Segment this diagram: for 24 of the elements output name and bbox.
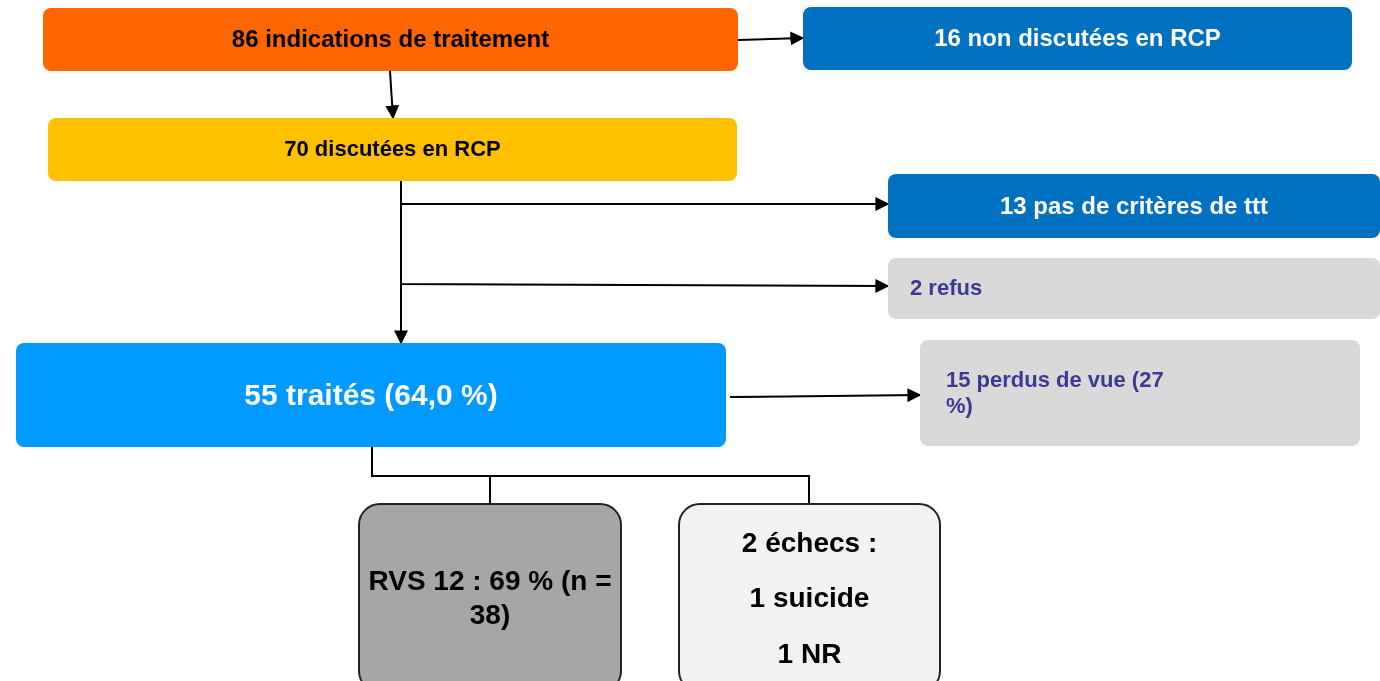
process-box bbox=[678, 503, 941, 681]
box-label: 1 NR bbox=[777, 636, 842, 671]
arrow bbox=[394, 180, 408, 345]
box-label: 2 refus bbox=[910, 275, 983, 302]
box-label: 2 échecs : bbox=[741, 525, 878, 560]
arrow bbox=[729, 388, 922, 403]
box-label: RVS 12 : 69 % (n = 38) bbox=[367, 564, 613, 632]
box-label: 13 pas de critères de ttt bbox=[999, 191, 1269, 221]
process-box bbox=[16, 343, 726, 447]
box-label: 1 suicide bbox=[749, 581, 870, 615]
process-box bbox=[48, 118, 737, 181]
process-box bbox=[803, 7, 1352, 70]
arrow bbox=[737, 31, 805, 46]
process-box bbox=[888, 258, 1380, 319]
process-box bbox=[358, 503, 622, 681]
box-label: 15 perdus de vue (27 %) bbox=[946, 366, 1165, 420]
process-box bbox=[43, 8, 738, 71]
box-label: 16 non discutées en RCP bbox=[934, 24, 1221, 53]
process-box bbox=[888, 174, 1380, 238]
box-label: 70 discutées en RCP bbox=[284, 136, 501, 163]
arrow bbox=[385, 70, 400, 120]
box-label: 86 indications de traitement bbox=[231, 25, 550, 54]
box-label: 55 traités (64,0 %) bbox=[244, 377, 498, 413]
process-box bbox=[920, 340, 1360, 446]
